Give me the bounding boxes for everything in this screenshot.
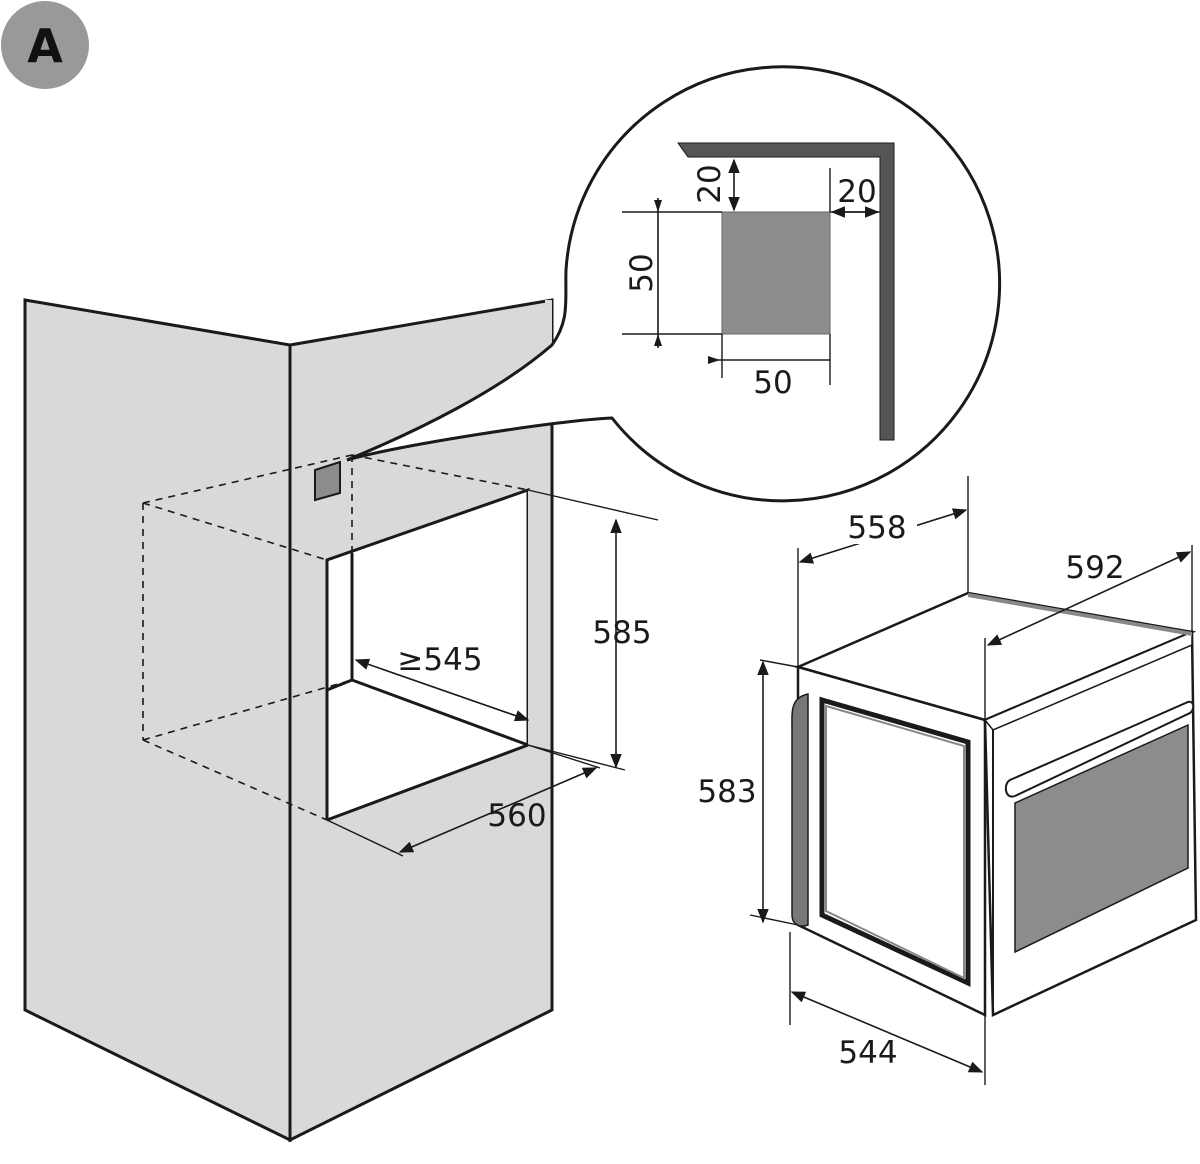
badge-circle	[1, 1, 89, 89]
cabinet-top-edge	[545, 300, 552, 345]
oven: 558 592 583 544	[697, 476, 1198, 1085]
vent-width-label: 50	[753, 365, 792, 401]
oven-depth-label: 558	[847, 510, 906, 546]
oven-body-width-dimension	[790, 991, 984, 1073]
cabinet-height-label: 585	[592, 615, 651, 651]
oven-height-label: 583	[697, 774, 756, 810]
cabinet-width-dimension	[398, 767, 598, 853]
badge-label: A	[27, 19, 63, 73]
oven-side-frame	[819, 696, 971, 987]
section-badge: A	[1, 1, 89, 89]
oven-handle	[1004, 700, 1195, 798]
oven-body-width-label: 544	[838, 1035, 897, 1071]
top-clearance-label: 20	[692, 164, 728, 203]
vent-square	[721, 211, 831, 335]
oven-width-label: 592	[1065, 550, 1124, 586]
detail-bubble	[346, 65, 1002, 503]
cabinet-width-label: 560	[487, 798, 546, 834]
oven-window	[1014, 723, 1189, 954]
cabinet-depth-dimension	[354, 658, 530, 722]
oven-control-strip	[983, 630, 1193, 731]
oven-width-dimension	[986, 551, 1192, 646]
cabinet-depth-label: ≥545	[397, 642, 482, 678]
detail-callout: 20 20 50 50	[346, 65, 1002, 503]
vent-height-label: 50	[624, 253, 660, 292]
opening-right-edge	[528, 490, 545, 745]
opening-inner-left	[327, 553, 352, 690]
cabinet-side-panel	[23, 298, 292, 1143]
hidden-lines	[142, 454, 529, 821]
corner-bracket	[677, 142, 895, 441]
side-clearance-label: 20	[837, 174, 876, 210]
vent-opening	[314, 460, 341, 502]
cabinet: 585 ≥545 560	[23, 298, 659, 1143]
